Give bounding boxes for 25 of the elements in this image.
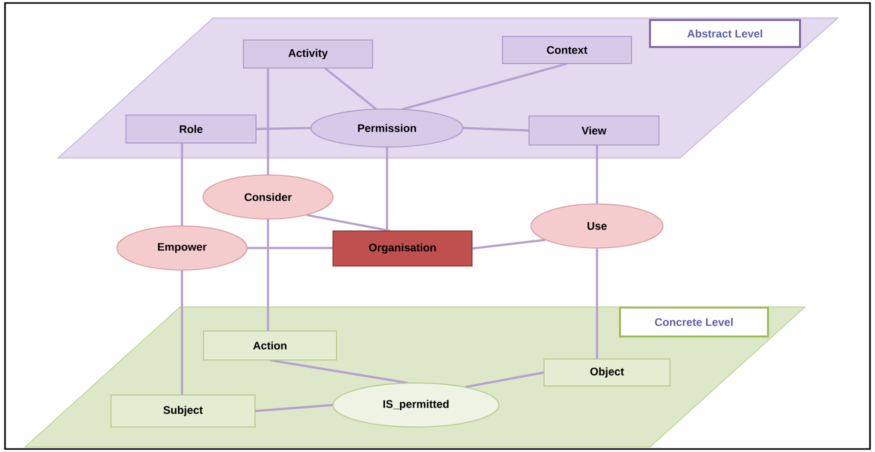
entity-box: View — [528, 116, 660, 146]
connector-line — [596, 145, 598, 204]
connector-line — [324, 67, 377, 110]
connector-line — [180, 270, 184, 395]
connector-line — [255, 404, 333, 412]
entity-box: Organisation — [332, 230, 472, 266]
connector-line — [472, 238, 546, 250]
connector-line — [596, 248, 598, 359]
connector-line — [386, 147, 388, 231]
connector-line — [180, 143, 184, 226]
connector-line — [306, 214, 390, 232]
connector-line — [247, 246, 333, 250]
entity-box: Context — [502, 36, 632, 64]
connector-line — [266, 68, 270, 175]
connector-line — [402, 62, 568, 110]
connector-line — [463, 126, 529, 132]
entity-box: Subject — [110, 394, 256, 428]
connector-line — [256, 126, 311, 130]
connector-line — [465, 371, 544, 388]
entity-box: Object — [544, 358, 670, 386]
entity-box: Action — [203, 330, 337, 360]
entity-box: Activity — [243, 40, 373, 68]
connector-line — [270, 359, 408, 384]
entity-box: Role — [126, 114, 256, 144]
connector-line — [266, 219, 270, 331]
